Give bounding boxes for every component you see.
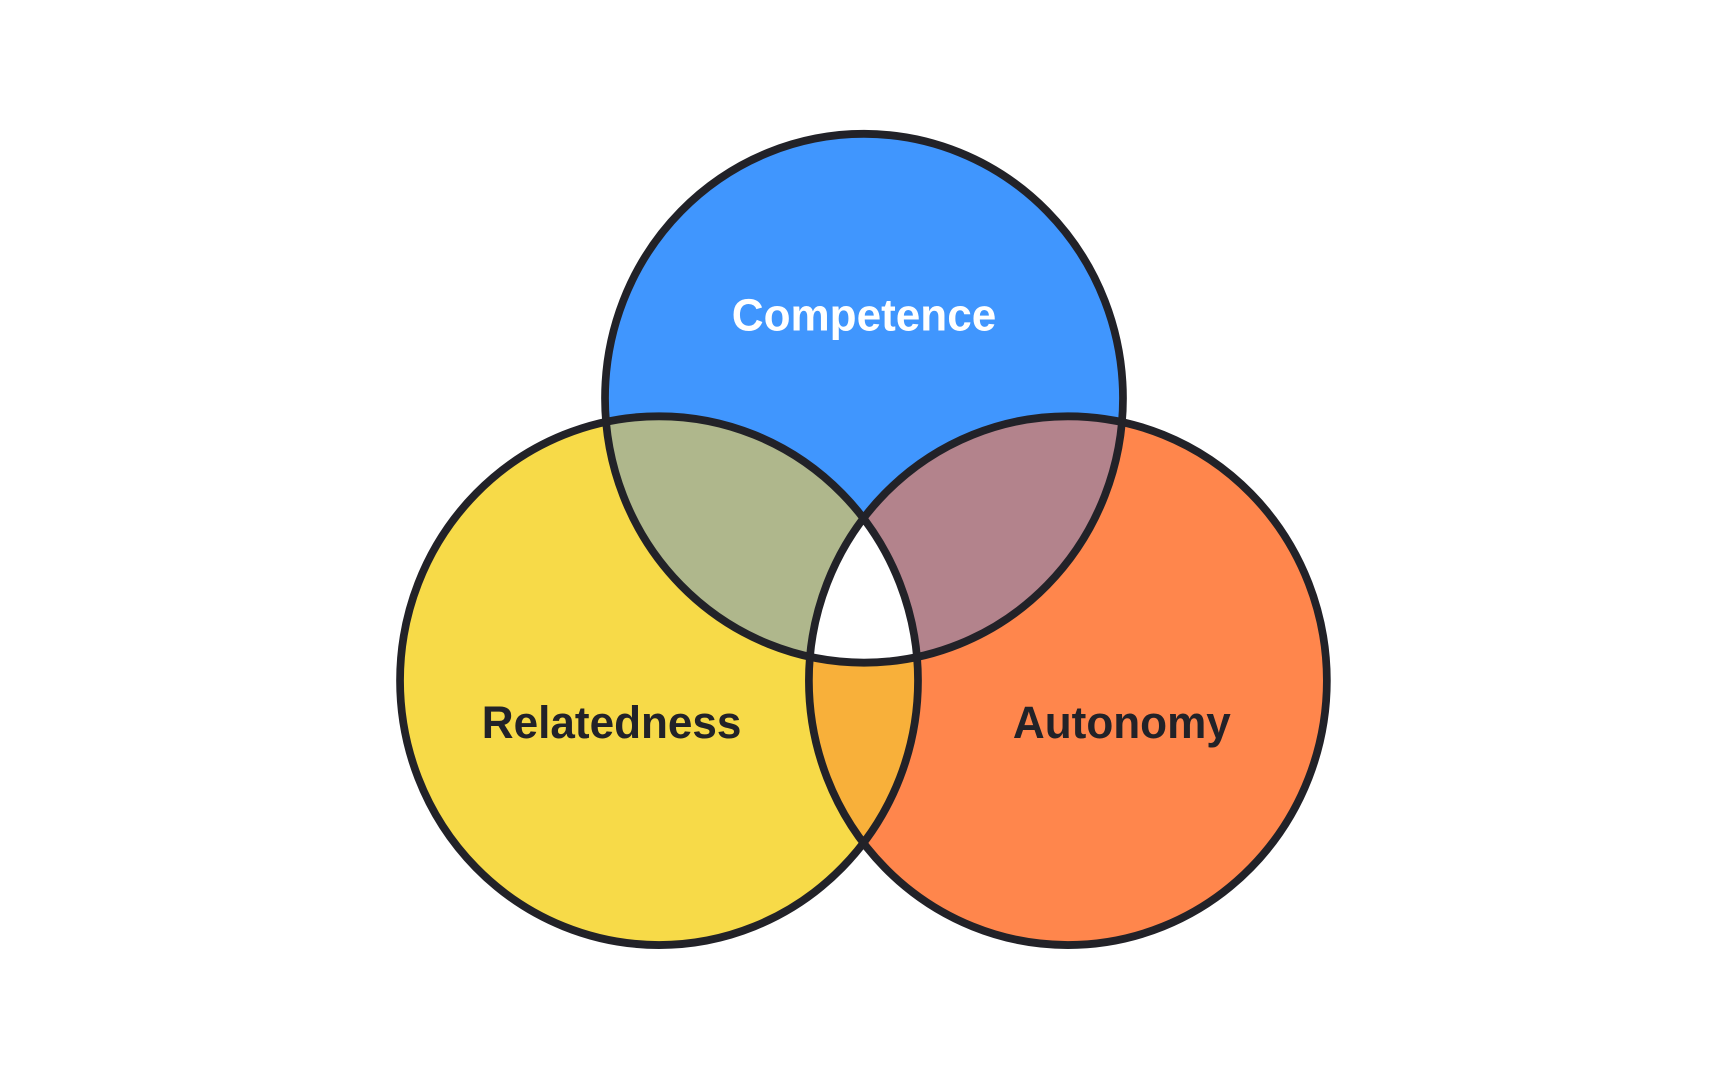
competence-outline	[601, 129, 1127, 667]
competence-autonomy-overlap	[808, 416, 1123, 663]
autonomy-label: Autonomy	[1013, 699, 1231, 749]
relatedness-label: Relatedness	[482, 699, 742, 749]
relatedness-outline	[396, 412, 922, 949]
competence-label: Competence	[732, 291, 996, 341]
competence-relatedness-overlap	[605, 416, 918, 663]
autonomy-outline	[805, 412, 1331, 949]
